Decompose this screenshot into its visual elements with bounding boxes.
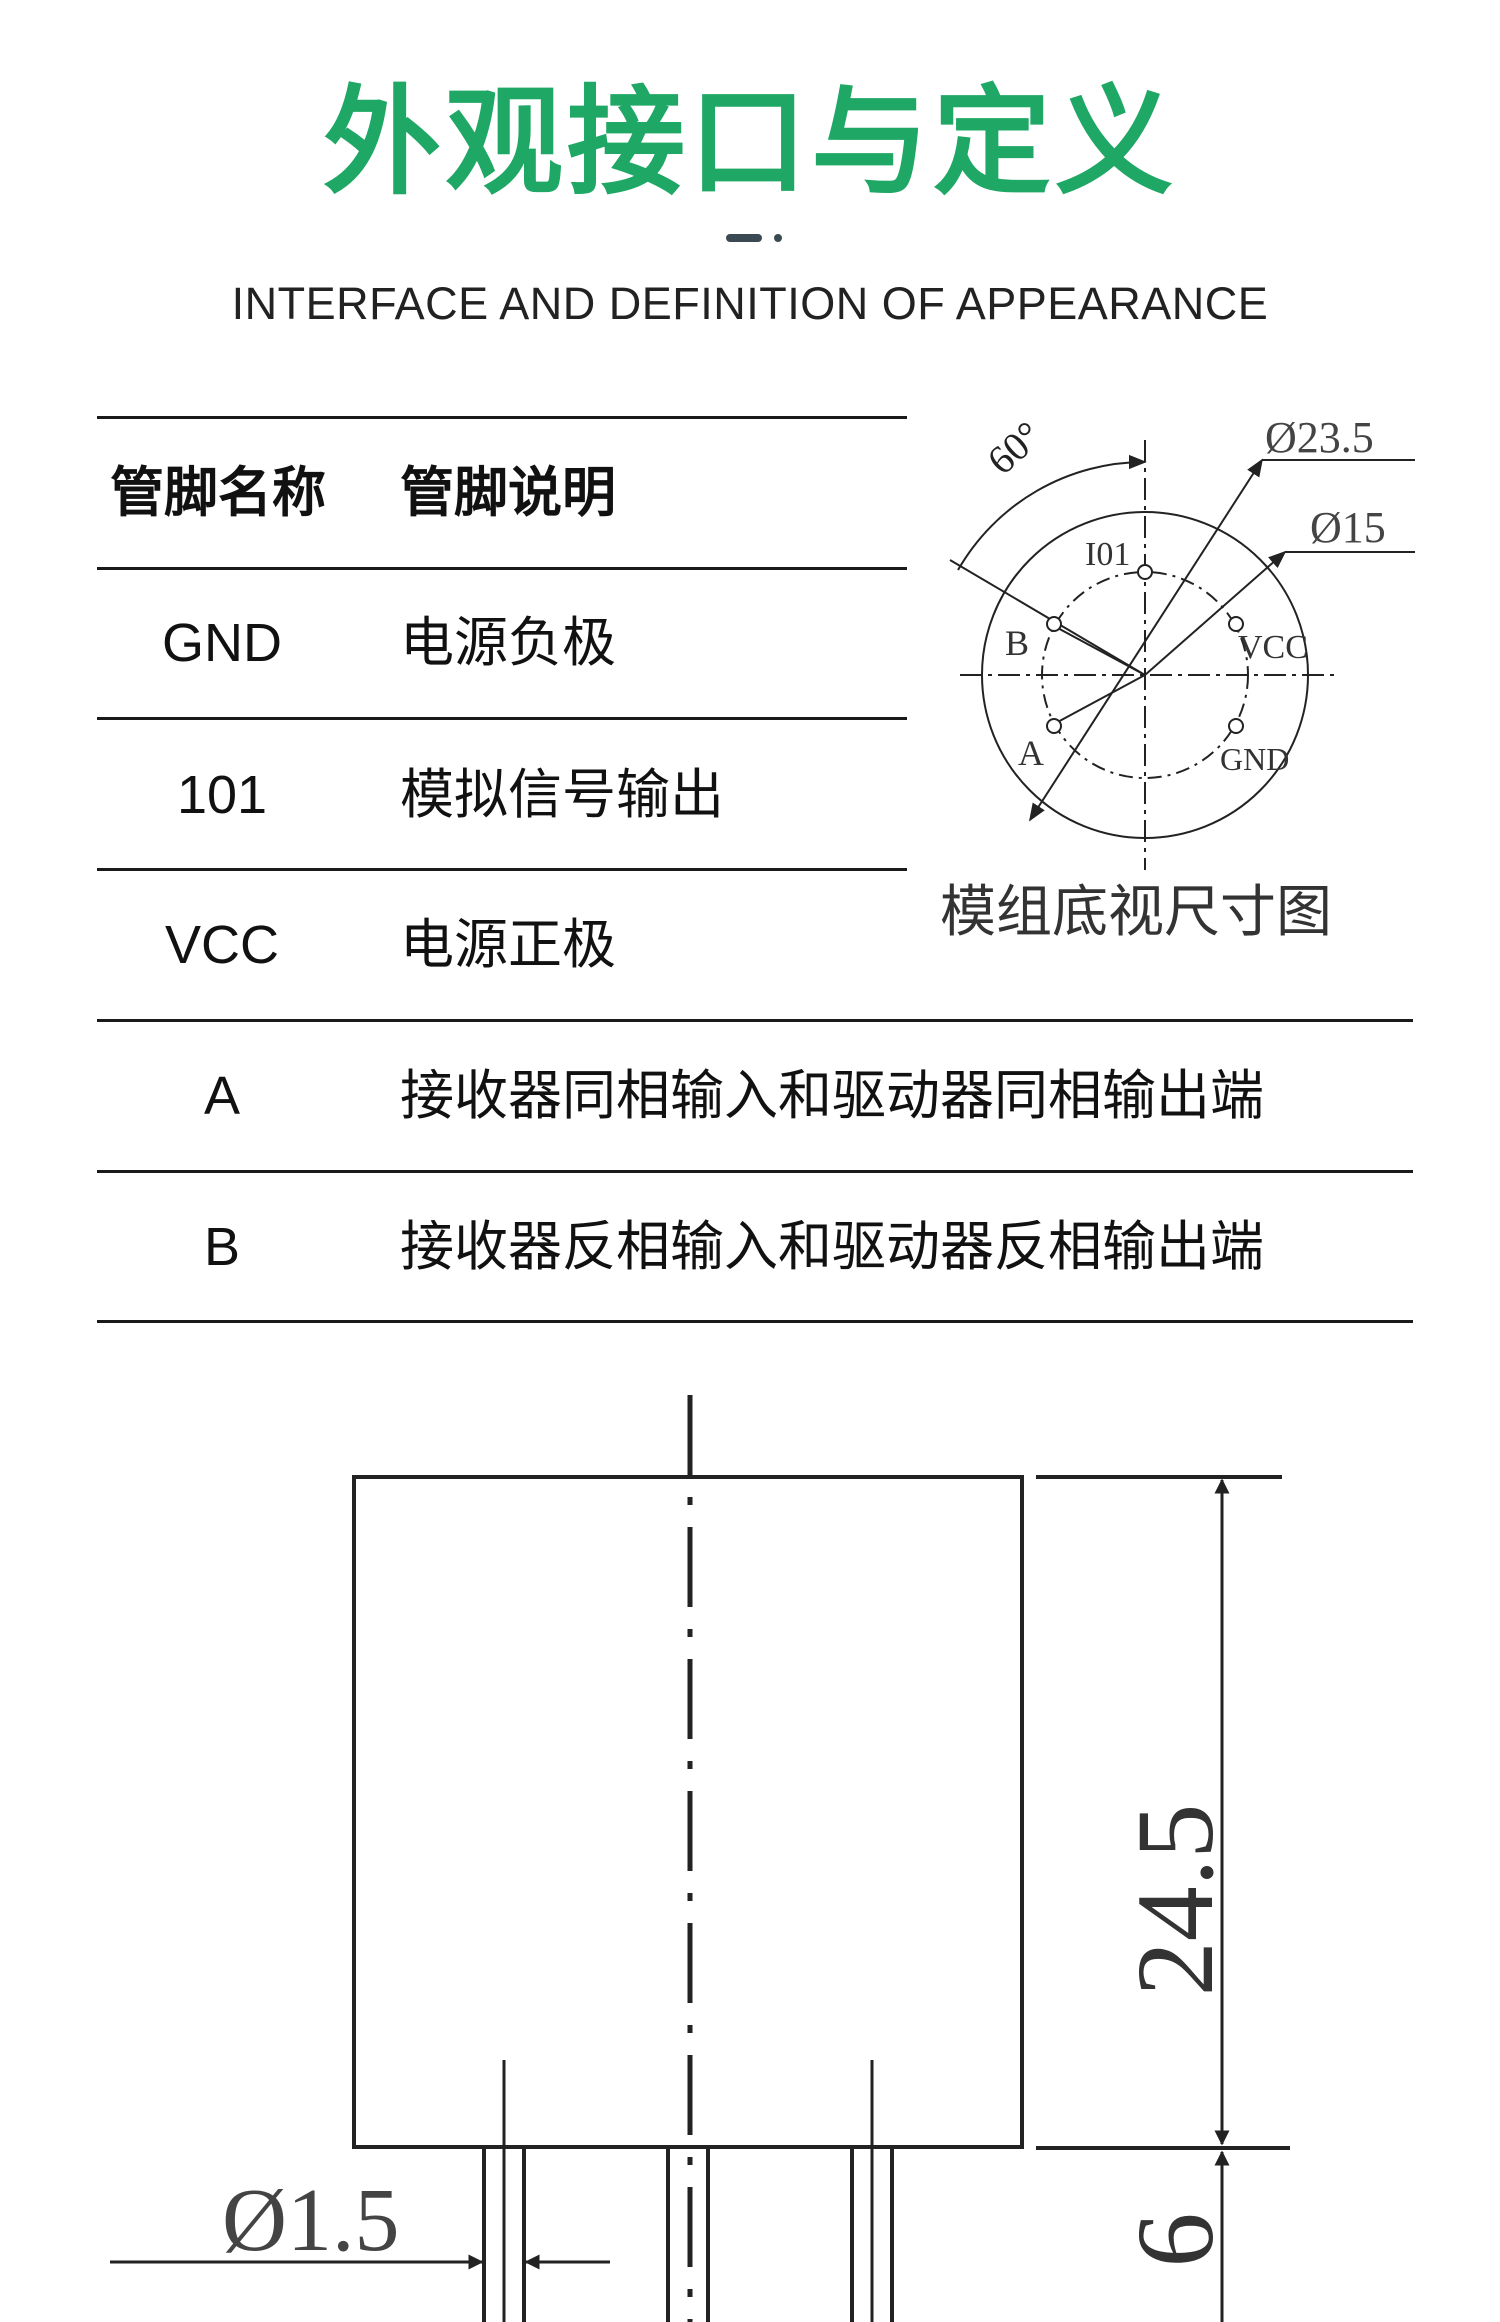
pin-dia-dim-label: Ø1.5 xyxy=(222,2171,400,2270)
pin-label-101: I01 xyxy=(1085,536,1130,573)
pin-hole-vcc xyxy=(1228,616,1244,632)
pin-desc-b: 接收器反相输入和驱动器反相输出端 xyxy=(400,1215,1264,1278)
page-subtitle: INTERFACE AND DEFINITION OF APPEARANCE xyxy=(231,278,1269,329)
divider-dot xyxy=(774,234,782,242)
table-rule xyxy=(97,868,907,871)
pin-hole-101 xyxy=(1137,564,1153,580)
table-rule xyxy=(97,1019,1413,1022)
pin-a-leader xyxy=(1053,674,1146,725)
outer-dia-leader xyxy=(1029,458,1263,822)
divider-bar xyxy=(726,234,762,242)
pin-desc-101: 模拟信号输出 xyxy=(400,763,724,826)
table-rule xyxy=(97,416,907,419)
page-title: 外观接口与定义 xyxy=(322,73,1177,211)
pin-label-vcc: VCC xyxy=(1238,629,1308,666)
column-header-pin-desc: 管脚说明 xyxy=(400,461,616,524)
pin-name-a: A xyxy=(203,1066,241,1126)
pin-hole-b xyxy=(1046,616,1062,632)
pin-hole-gnd xyxy=(1228,718,1244,734)
column-header-pin-name: 管脚名称 xyxy=(110,461,326,524)
pin-label-gnd: GND xyxy=(1220,741,1289,777)
pin-label-a: A xyxy=(1018,733,1044,773)
side-view-diagram: 24.5 6 Ø1.5 xyxy=(110,1395,1290,2322)
pin-b-leader xyxy=(1053,625,1146,676)
pin-length-dim-label: 6 xyxy=(1114,2213,1236,2268)
inner-dia-leader xyxy=(1144,550,1287,676)
table-rule xyxy=(97,1320,1413,1323)
pin-desc-gnd: 电源负极 xyxy=(400,611,616,674)
angle-label: 60° xyxy=(978,412,1050,483)
bottom-view-diagram: 60° Ø23.5 Ø15 I01 B VCC A GND xyxy=(949,412,1415,870)
pin-name-gnd: GND xyxy=(162,613,282,673)
height-dim-label: 24.5 xyxy=(1114,1804,1236,1997)
outer-dia-label: Ø23.5 xyxy=(1265,413,1374,462)
table-rule xyxy=(97,717,907,720)
pin-label-b: B xyxy=(1005,623,1029,663)
pin-desc-vcc: 电源正极 xyxy=(400,913,616,976)
pin-name-vcc: VCC xyxy=(164,915,279,975)
bottom-view-caption: 模组底视尺寸图 xyxy=(940,880,1332,945)
table-rule xyxy=(97,567,907,570)
table-rule xyxy=(97,1170,1413,1173)
inner-dia-label: Ø15 xyxy=(1310,503,1386,552)
pin-middle xyxy=(666,2145,710,2322)
pin-name-b: B xyxy=(203,1217,241,1277)
angle-ray xyxy=(949,559,1146,676)
pin-hole-a xyxy=(1046,718,1062,734)
pin-desc-a: 接收器同相输入和驱动器同相输出端 xyxy=(400,1064,1264,1127)
pin-name-101: 101 xyxy=(176,765,268,825)
